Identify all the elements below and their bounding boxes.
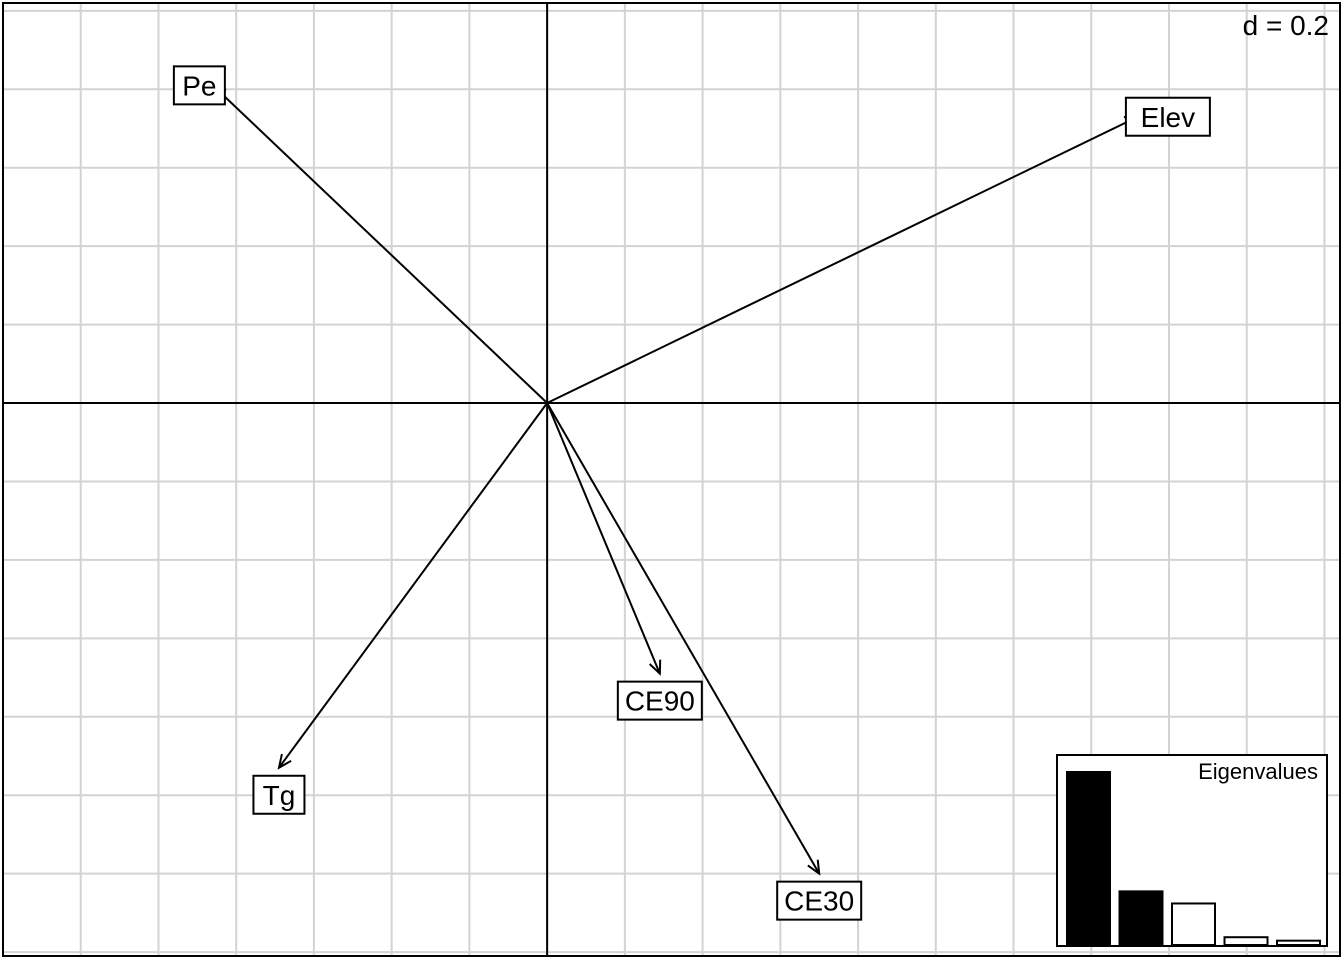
arrow-pe (212, 84, 548, 404)
label-box-ce90 (616, 680, 703, 721)
eigenvalue-bar (1066, 771, 1111, 946)
label-box-ce30 (776, 880, 863, 921)
eigenvalues-title: Eigenvalues (1198, 759, 1318, 784)
arrow-label-pe: Pe (182, 70, 216, 101)
arrow-label-elev: Elev (1141, 102, 1195, 133)
arrow-ce30 (546, 402, 821, 875)
arrow-label-ce90: CE90 (625, 686, 695, 717)
arrowhead-ce30 (807, 859, 821, 876)
label-box-tg (252, 774, 306, 815)
eigenvalues-inset: Eigenvalues (1056, 754, 1328, 947)
arrow-label-tg: Tg (263, 780, 296, 811)
eigenvalue-bar (1118, 890, 1164, 946)
label-box-elev (1124, 96, 1211, 137)
arrow-tg (278, 402, 548, 769)
zero-axes (3, 3, 1340, 956)
scale-label: d = 0.2 (1243, 10, 1329, 41)
eigenvalue-bar (1171, 902, 1216, 946)
arrow-label-ce30: CE30 (784, 886, 854, 917)
arrowhead-tg (277, 753, 292, 770)
eigenvalue-bar (1223, 936, 1269, 947)
arrows (211, 83, 1141, 876)
arrow-ce90 (546, 402, 661, 675)
label-box-pe (172, 65, 226, 106)
eigenvalue-bar (1276, 939, 1321, 946)
arrow-elev (546, 115, 1139, 404)
arrowhead-ce90 (648, 659, 662, 676)
